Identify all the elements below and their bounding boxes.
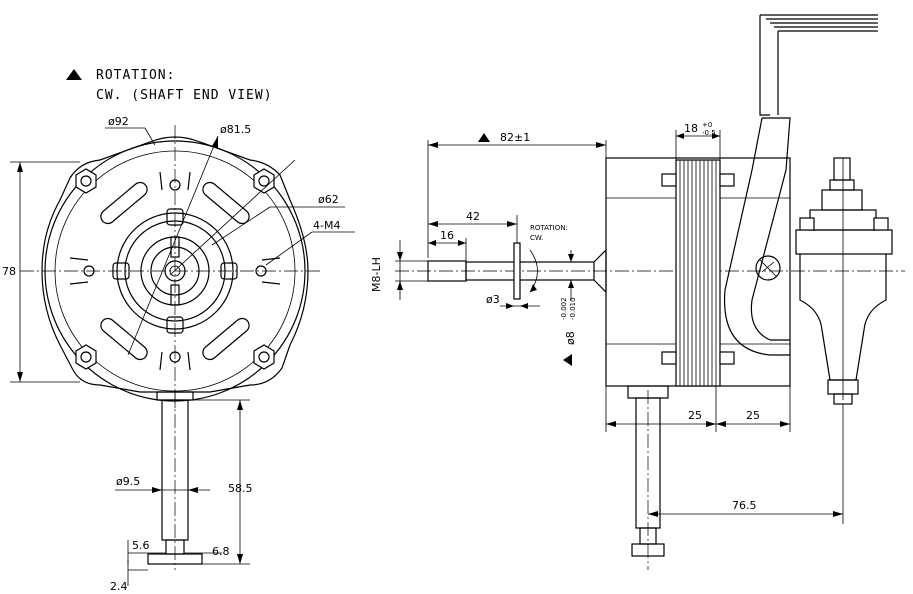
dim-triangle-icon: [478, 133, 490, 142]
stator-stack: [675, 159, 721, 387]
dim-holes: 4-M4: [313, 219, 340, 232]
dim-shaft-42: 42: [466, 210, 480, 223]
vent-slot: [202, 317, 250, 361]
side-bracket: [627, 385, 669, 570]
side-rotation-dir: CW.: [530, 234, 543, 242]
mount-hole: [169, 351, 181, 363]
shaft-pin: [513, 242, 521, 300]
wire-harness: [723, 14, 878, 356]
dim-stem-length: 58.5: [228, 482, 253, 495]
grommet: [755, 255, 781, 281]
vent-slot: [202, 181, 250, 225]
dim-pin: ø3: [486, 293, 500, 306]
shaft: [465, 261, 595, 281]
mount-hole: [169, 179, 181, 191]
gearbox: [795, 157, 893, 405]
front-housing-outline: [41, 136, 309, 393]
vent-slot: [100, 181, 148, 225]
corner-bolt-top-left: [75, 168, 97, 194]
tol-lower: -0.010: [569, 297, 577, 320]
tol-stack-lower: -0.5: [702, 129, 716, 137]
dim-shaft-16: 16: [440, 229, 454, 242]
dim-stem-diameter: ø9.5: [116, 475, 140, 488]
corner-bolt-top-right: [253, 168, 275, 194]
dim-shaft-diameter: ø8: [564, 331, 577, 345]
tol-stack-upper: +0: [702, 121, 712, 129]
dim-body-diameter: ø92: [108, 115, 129, 128]
dim-height: 78: [2, 265, 16, 278]
dim-foot-a: 5.6: [132, 539, 150, 552]
dim-25-left: 25: [688, 409, 702, 422]
tol-upper: -0.002: [560, 297, 568, 320]
rotation-detail: CW. (SHAFT END VIEW): [96, 88, 273, 103]
dim-mount-circle: ø81.5: [220, 123, 251, 136]
side-rotation-label: ROTATION:: [530, 224, 568, 232]
rotation-note: ROTATION: CW. (SHAFT END VIEW): [66, 68, 273, 103]
rotation-triangle-icon: [66, 69, 82, 80]
vent-slot: [100, 317, 148, 361]
front-view: 78 ø92 ø81.5 ø62 4-M4 ø9.5 58.5: [2, 115, 355, 593]
corner-bolt-bottom-left: [75, 344, 97, 370]
side-view: ROTATION: CW.: [370, 14, 905, 570]
dim-thread: M8-LH: [370, 257, 383, 292]
mount-hole: [255, 265, 267, 277]
dim-foot-c: 2.4: [110, 580, 128, 593]
dim-25-right: 25: [746, 409, 760, 422]
dim-hole-circle: ø62: [318, 193, 339, 206]
rotation-title: ROTATION:: [96, 68, 175, 83]
corner-bolt-bottom-right: [253, 344, 275, 370]
dim-foot-b: 6.8: [212, 545, 230, 558]
dim-shaft-length: 82±1: [500, 131, 530, 144]
dim-stack: 18: [684, 122, 698, 135]
shaft-end: [164, 260, 186, 282]
dim-bracket: 76.5: [732, 499, 757, 512]
mount-hole: [83, 265, 95, 277]
